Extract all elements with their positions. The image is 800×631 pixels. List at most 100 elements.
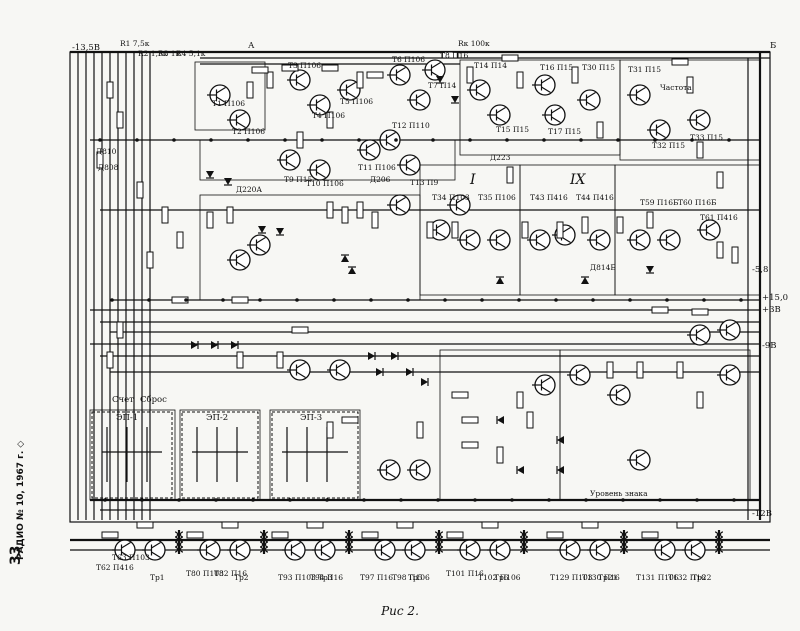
transistor-emitter xyxy=(536,241,546,249)
transistor-emitter xyxy=(386,471,396,479)
resistor xyxy=(641,531,659,539)
transistor-emitter xyxy=(696,121,706,129)
diode-body xyxy=(436,76,444,83)
junction-dot xyxy=(658,498,662,502)
resistor xyxy=(676,521,694,529)
junction-dot xyxy=(320,138,324,142)
junction-dot xyxy=(394,138,398,142)
switch-block-label: ЭП-2 xyxy=(206,413,228,423)
section-i-label: I xyxy=(469,172,476,188)
transistor-collector xyxy=(316,161,326,169)
transistor-symbol xyxy=(467,79,491,101)
transistor-label: T80 П103 xyxy=(186,569,224,578)
junction-dot xyxy=(214,498,218,502)
transistor-symbol xyxy=(307,94,331,116)
resistor xyxy=(581,216,589,234)
circuit-block xyxy=(269,409,361,501)
rail-label-plus-3v: +3В xyxy=(762,305,781,315)
diode-body xyxy=(231,341,238,349)
transistor-label: T5 П106 xyxy=(340,97,373,106)
top-control-label: Частота xyxy=(660,83,692,92)
transistor-symbol xyxy=(647,119,671,141)
diode-symbol xyxy=(646,266,654,274)
resistor xyxy=(266,71,274,89)
transistor-emitter xyxy=(496,551,506,559)
junction-dot xyxy=(283,138,287,142)
junction-dot xyxy=(480,298,484,302)
transistor-label: T130 П16 xyxy=(582,573,620,582)
diode-body xyxy=(557,436,564,444)
resistor xyxy=(106,81,114,99)
transistor-collector xyxy=(366,141,376,149)
transformer-label: Тр6 xyxy=(494,573,509,582)
transistor-symbol xyxy=(397,154,421,176)
journal-side-note: РАДИО № 10, 1967 г. ◇ xyxy=(16,440,26,560)
diode-symbol xyxy=(391,352,399,360)
transistor-label: T1 П106 xyxy=(212,99,245,108)
transistor-collector xyxy=(236,111,246,119)
resistor xyxy=(246,81,254,99)
winding xyxy=(719,531,724,538)
resistor xyxy=(481,521,499,529)
transistor-symbol xyxy=(407,459,431,481)
transistor-symbol xyxy=(682,539,706,561)
transistor-label: T62 П416 xyxy=(96,563,134,572)
junction-dot xyxy=(184,298,188,302)
transistor-emitter xyxy=(416,471,426,479)
resistor xyxy=(326,421,334,439)
transistor-label: T102 П106 xyxy=(478,573,521,582)
junction-dot xyxy=(295,298,299,302)
resistor xyxy=(691,308,709,316)
resistor xyxy=(231,296,249,304)
transistor-collector xyxy=(411,541,421,549)
winding xyxy=(434,541,439,548)
diode-symbol xyxy=(556,466,564,474)
resistor xyxy=(646,211,654,229)
transistor-emitter xyxy=(386,141,396,149)
transistor-symbol xyxy=(487,539,511,561)
diode-body xyxy=(391,352,398,360)
junction-dot xyxy=(147,298,151,302)
transistor-symbol xyxy=(457,539,481,561)
rail-label-minus-13v5: -13,5В xyxy=(72,43,100,53)
resistor xyxy=(496,446,504,464)
transistor-collector xyxy=(346,81,356,89)
transistor-label: T33 П15 xyxy=(690,133,723,142)
transistor-collector xyxy=(666,231,676,239)
winding xyxy=(524,546,529,553)
transistor-emitter xyxy=(661,551,671,559)
winding xyxy=(624,531,629,538)
junction-dot xyxy=(103,498,107,502)
diode-symbol xyxy=(581,276,589,284)
circuit-block xyxy=(179,409,261,501)
transistor-emitter xyxy=(256,246,266,254)
top-control-label: R2 1,5к xyxy=(138,49,168,58)
transistor-collector xyxy=(636,231,646,239)
winding xyxy=(259,541,264,548)
resistor xyxy=(461,416,479,424)
transistor-collector xyxy=(466,541,476,549)
resistor xyxy=(186,531,204,539)
transistor-collector xyxy=(416,461,426,469)
transistor-label: T11 П106 xyxy=(358,163,396,172)
resistor xyxy=(101,531,119,539)
diode-symbol xyxy=(376,368,384,376)
winding xyxy=(624,546,629,553)
transistor-symbol xyxy=(402,539,426,561)
junction-dot xyxy=(653,138,657,142)
transistor-symbol xyxy=(717,319,741,341)
transistor-collector xyxy=(726,366,736,374)
transistor-collector xyxy=(336,361,346,369)
transistor-collector xyxy=(416,91,426,99)
transistor-symbol xyxy=(687,324,711,346)
junction-dot xyxy=(399,498,403,502)
junction-dot xyxy=(739,298,743,302)
transistor-collector xyxy=(691,541,701,549)
diode-body xyxy=(348,267,356,274)
resistor xyxy=(371,211,379,229)
transistor-label: T94 П16 xyxy=(310,573,343,582)
transistor-emitter xyxy=(286,161,296,169)
junction-dot xyxy=(473,498,477,502)
junction-dot xyxy=(288,498,292,502)
junction-dot xyxy=(443,298,447,302)
